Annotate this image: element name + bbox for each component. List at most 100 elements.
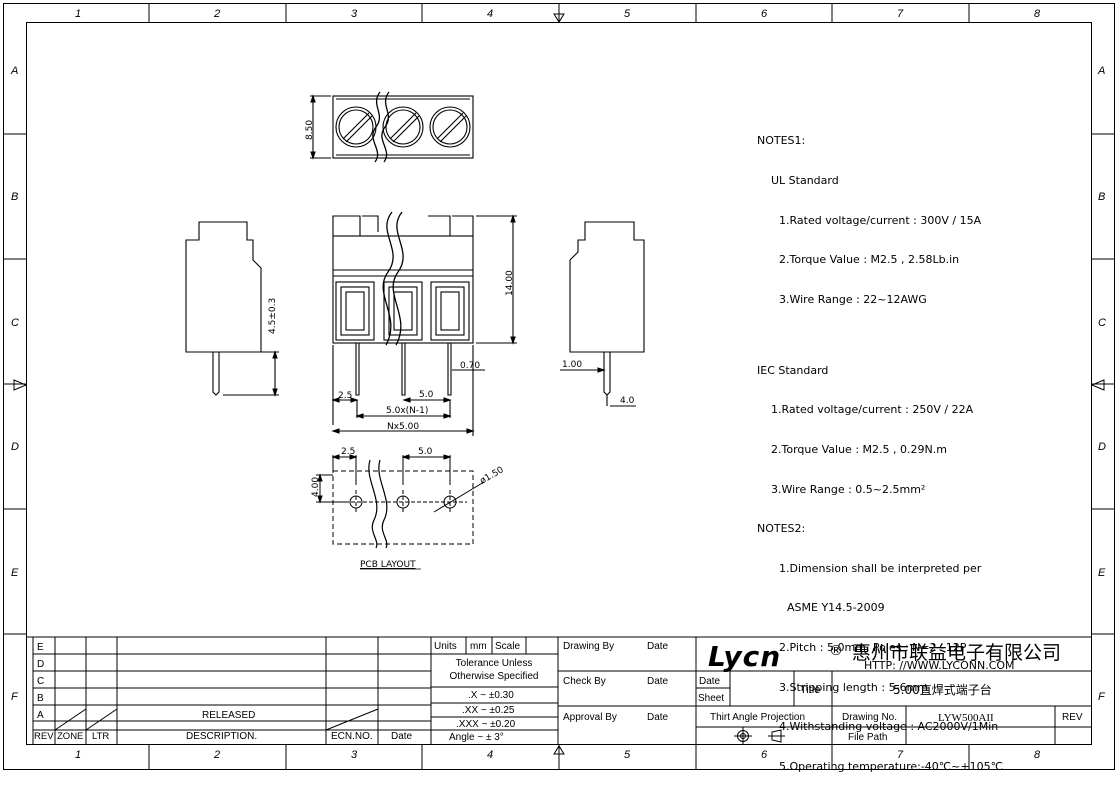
- zone-col-7-bottom: 7: [897, 749, 904, 761]
- tolerance-line-2: Otherwise Specified: [450, 671, 539, 682]
- rev-row-b: B: [37, 693, 44, 704]
- zone-row-d-right: D: [1098, 441, 1106, 453]
- zone-row-e-right: E: [1098, 567, 1106, 579]
- zone-col-4-bottom: 4: [487, 749, 493, 761]
- dim-5-0: 5.0: [419, 390, 434, 400]
- header-rev: REV: [34, 731, 54, 742]
- approval-by-label: Approval By: [563, 712, 617, 723]
- notes2-item-1a: 1.Dimension shall be interpreted per: [779, 561, 982, 575]
- ul-note-1: 1.Rated voltage/current : 300V / 15A: [779, 213, 982, 227]
- pcb-layout: [316, 454, 485, 549]
- notes2-item-2: 2.Pitch : 5.0mm, Poles : N=2~12P: [779, 640, 967, 654]
- dim-5-0xn-1: 5.0x(N-1): [386, 406, 428, 416]
- right-side-view: [560, 221, 645, 407]
- zone-row-d: D: [11, 441, 19, 453]
- left-side-view: [185, 221, 279, 397]
- zone-row-a: A: [10, 65, 18, 77]
- header-ltr: LTR: [92, 731, 109, 742]
- zone-col-8-bottom: 8: [1034, 749, 1041, 761]
- zone-col-3-bottom: 3: [351, 749, 358, 761]
- outer-frame: [3, 3, 1115, 770]
- approval-by-date: Date: [647, 712, 669, 723]
- notes2-item-4: 4.Withstanding voltage : AC2000V/1Min: [779, 720, 999, 734]
- sheet-label: Sheet: [698, 693, 724, 704]
- zone-row-c: C: [11, 317, 19, 329]
- projection-label: Thirt Angle Projection: [710, 712, 805, 723]
- zone-col-6-bottom: 6: [761, 749, 768, 761]
- check-by-label: Check By: [563, 676, 606, 687]
- pcb-layout-caption: PCB LAYOUT: [360, 560, 416, 570]
- rev-label: REV: [1062, 712, 1083, 723]
- notes2-item-3: 3.Stripping length : 5-6mm: [779, 680, 928, 694]
- iec-note-2: 2.Torque Value : M2.5 , 0.29N.m: [771, 442, 947, 456]
- lycn-logo: Lycn: [708, 640, 781, 673]
- units-label: Units: [434, 641, 457, 652]
- notes2-heading: NOTES2:: [757, 522, 806, 536]
- file-path-label: File Path: [848, 732, 887, 743]
- units-mm: mm: [470, 641, 487, 652]
- registered-mark: ®: [829, 643, 843, 659]
- top-view: [310, 91, 474, 163]
- dim-8-50: 8.50: [305, 120, 315, 140]
- tolerance-angle: Angle ~ ± 3°: [449, 732, 504, 743]
- zone-row-f-right: F: [1098, 691, 1106, 703]
- tolerance-xxx: .XXX ~ ±0.20: [456, 719, 516, 730]
- dim-0-70: 0.70: [460, 361, 480, 371]
- rev-row-d: D: [37, 659, 44, 670]
- zone-col-3: 3: [351, 8, 358, 20]
- title-value: 5.00直焊式端子台: [893, 682, 992, 697]
- zone-col-5-bottom: 5: [624, 749, 631, 761]
- released-text: RELEASED: [202, 710, 255, 721]
- scale-label: Scale: [495, 641, 520, 652]
- zone-col-7: 7: [897, 8, 904, 20]
- header-zone: ZONE: [57, 731, 83, 742]
- tolerance-line-1: Tolerance Unless: [456, 658, 533, 669]
- projection-symbol-icon: [734, 727, 785, 745]
- tolerance-xx: .XX ~ ±0.25: [462, 705, 515, 716]
- header-description: DESCRIPTION.: [186, 731, 257, 742]
- zone-col-2-bottom: 2: [213, 749, 220, 761]
- notes-block: NOTES1: UL Standard 1.Rated voltage/curr…: [757, 108, 1003, 786]
- centering-marks: [13, 13, 1105, 755]
- zone-row-a-right: A: [1097, 65, 1105, 77]
- dim-1-00: 1.00: [562, 360, 582, 370]
- title-label: Title: [800, 684, 820, 696]
- zone-row-b-right: B: [1098, 191, 1105, 203]
- dim-4-5: 4.5±0.3: [268, 298, 278, 334]
- zone-col-2: 2: [213, 8, 220, 20]
- pcb-dim-hole: ø1.50: [479, 465, 506, 487]
- zone-col-1-bottom: 1: [75, 749, 81, 761]
- dim-4-0: 4.0: [620, 396, 635, 406]
- header-date: Date: [391, 731, 413, 742]
- title-block: [26, 636, 1092, 745]
- company-url: HTTP: //WWW.LYCONN.COM: [864, 659, 1015, 672]
- drawing-by-label: Drawing By: [563, 641, 614, 652]
- zone-col-8: 8: [1034, 8, 1041, 20]
- zone-row-e: E: [11, 567, 19, 579]
- ul-note-2: 2.Torque Value : M2.5 , 2.58Lb.in: [779, 253, 960, 267]
- rev-row-e: E: [37, 642, 44, 653]
- pcb-dim-5-0: 5.0: [418, 447, 433, 457]
- header-ecn: ECN.NO.: [331, 731, 373, 742]
- iec-note-1: 1.Rated voltage/current : 250V / 22A: [771, 403, 974, 417]
- check-by-date: Date: [647, 676, 669, 687]
- ul-standard-heading: UL Standard: [771, 174, 839, 187]
- notes1-heading: NOTES1:: [757, 134, 806, 148]
- dim-2-5: 2.5: [338, 391, 352, 401]
- drawing-number: LYW500AII: [938, 712, 994, 724]
- company-name: 惠州市联益电子有限公司: [852, 642, 1061, 664]
- tolerance-x: .X ~ ±0.30: [468, 690, 514, 701]
- notes2-item-5: 5.Operating temperature:-40℃~+105℃: [779, 759, 1003, 773]
- drawing-by-date: Date: [647, 641, 669, 652]
- iec-note-3: 3.Wire Range : 0.5~2.5mm²: [771, 482, 926, 496]
- zone-col-4: 4: [487, 8, 493, 20]
- rev-row-c: C: [37, 676, 44, 687]
- front-view: [331, 211, 517, 436]
- iec-standard-heading: IEC Standard: [757, 363, 829, 377]
- ul-note-3: 3.Wire Range : 22~12AWG: [779, 292, 927, 306]
- date-label: Date: [699, 676, 721, 687]
- zone-row-b: B: [11, 191, 18, 203]
- zone-row-c-right: C: [1098, 317, 1106, 329]
- zone-col-6: 6: [761, 8, 768, 20]
